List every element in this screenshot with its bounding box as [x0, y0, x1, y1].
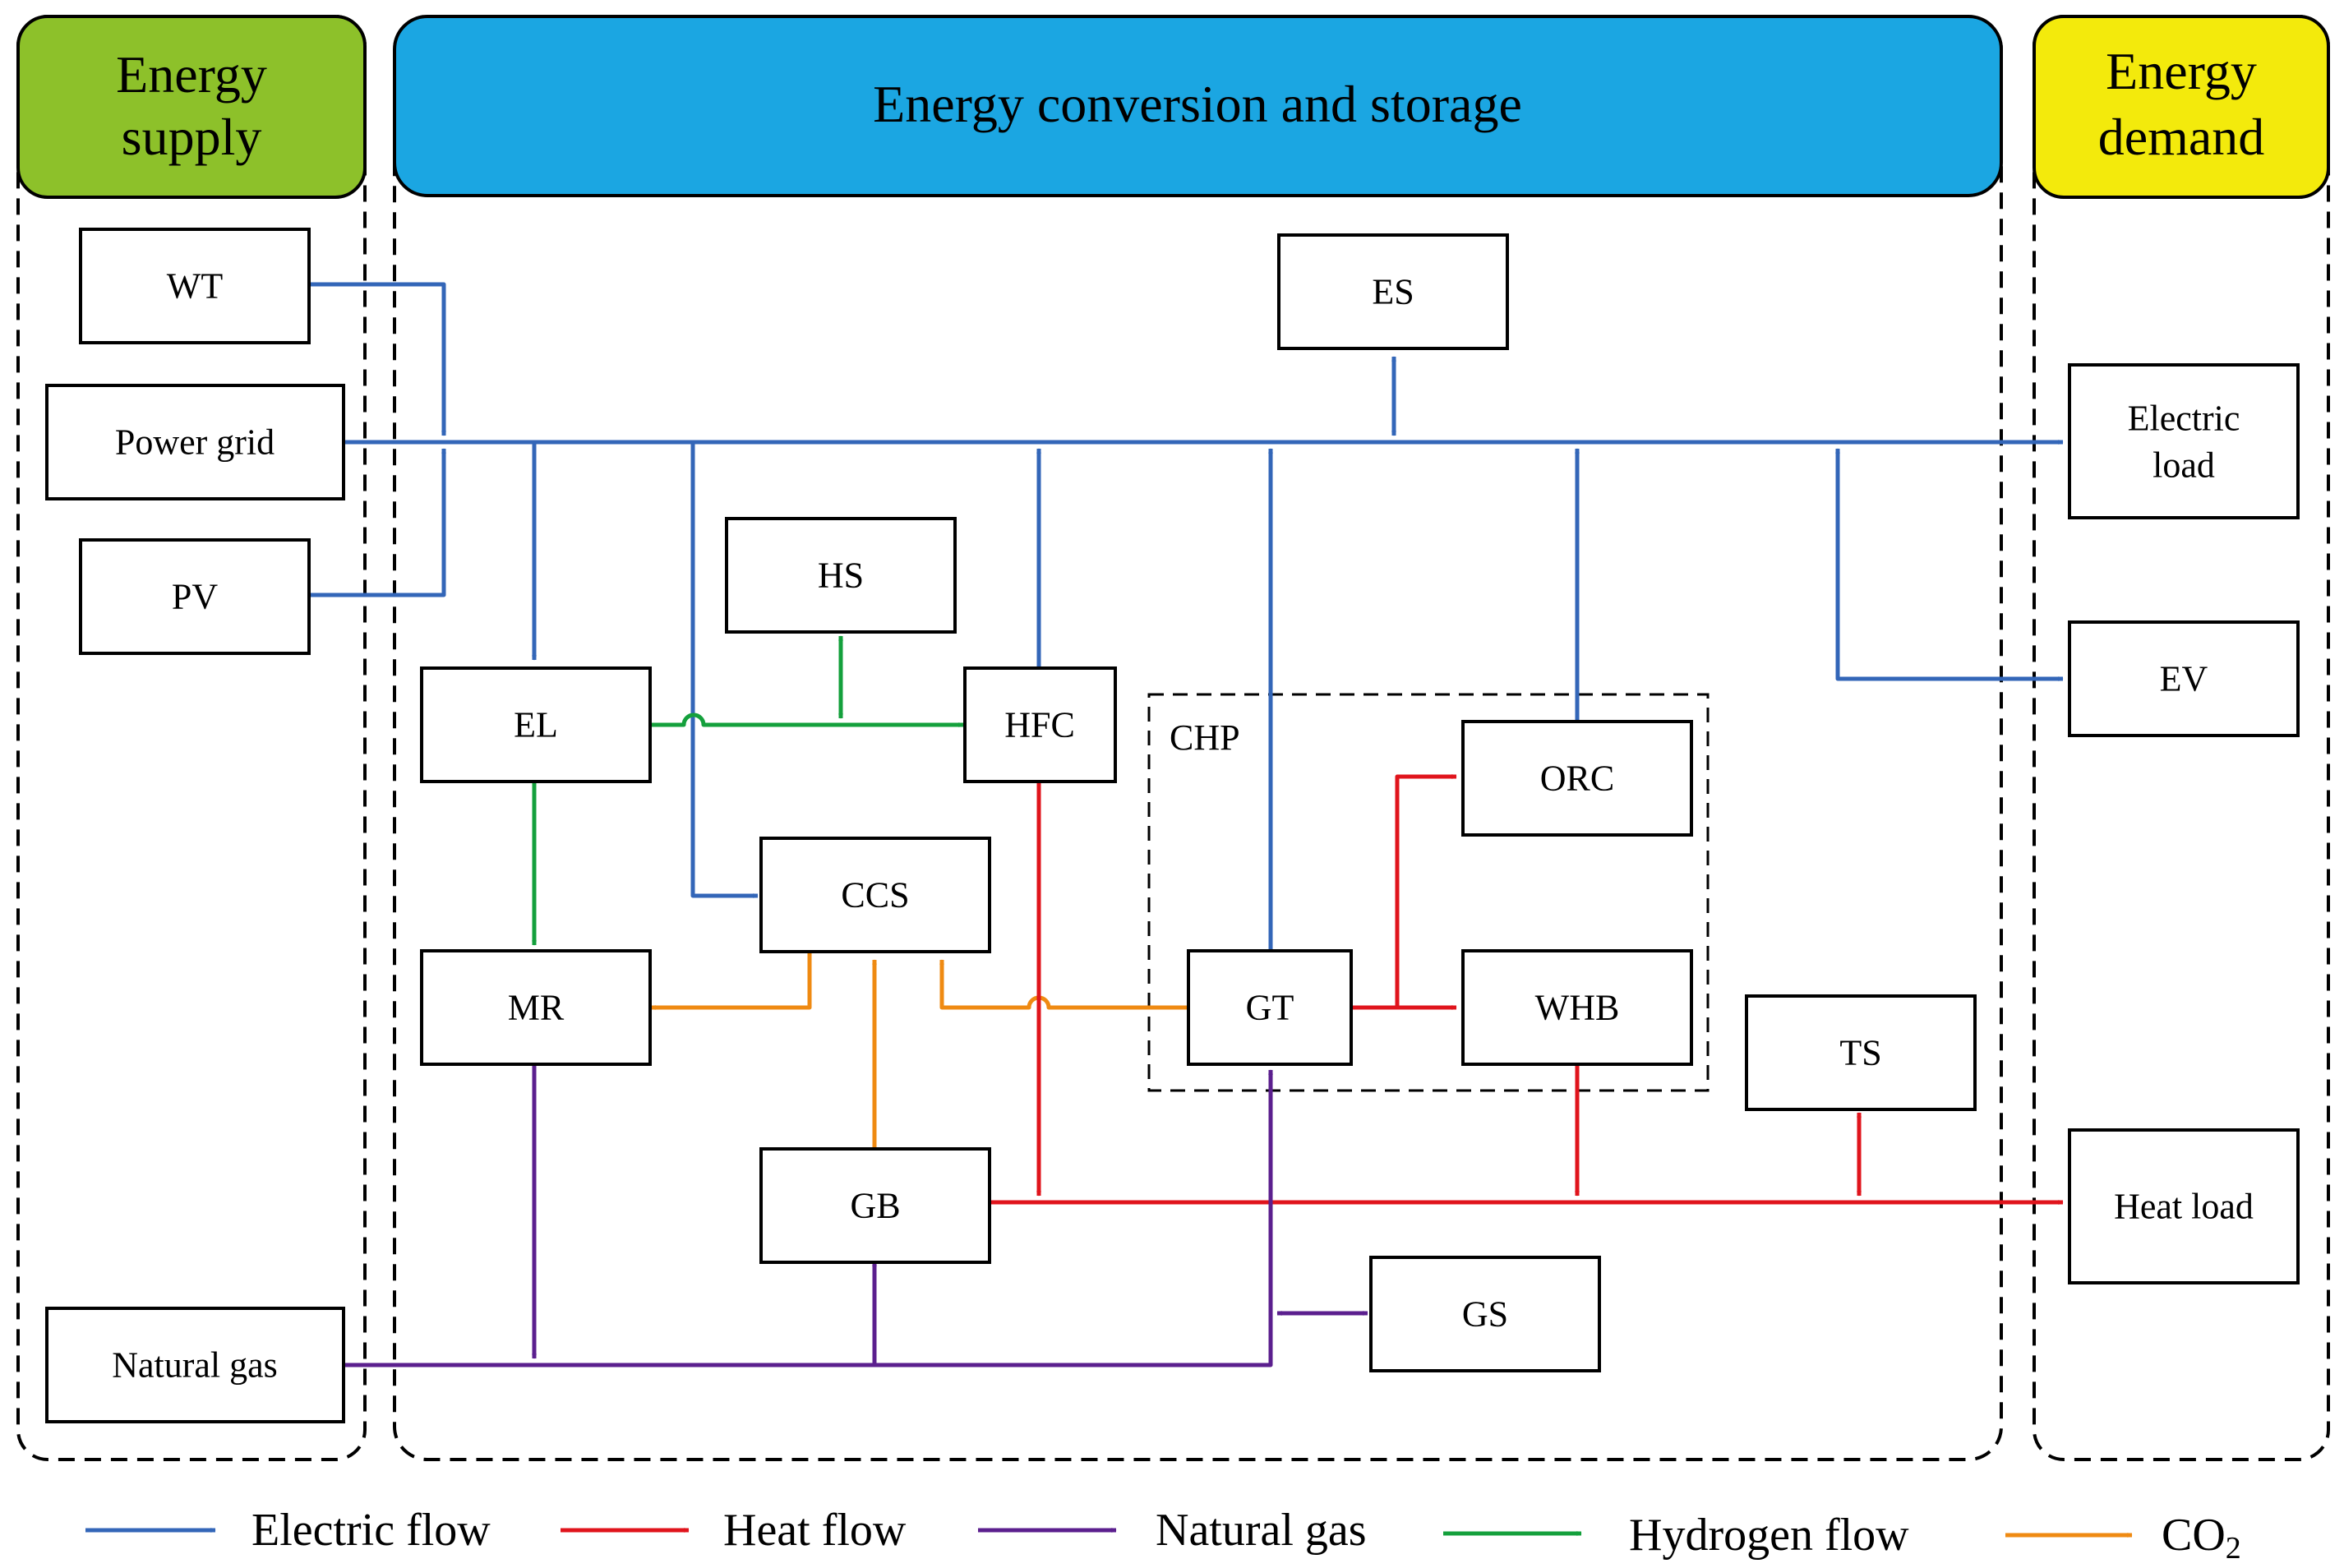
hfc-label: HFC	[1004, 705, 1075, 745]
bus-ev-bidirectional-line	[1835, 448, 2064, 681]
gt-box	[1187, 949, 1353, 1066]
legend-co2-text: CO	[2162, 1510, 2226, 1561]
ts-box	[1745, 994, 1977, 1111]
heat-load-box	[2068, 1128, 2300, 1284]
natural-gas-box	[45, 1307, 345, 1423]
legend-gas-label: Natural gas	[1156, 1505, 1367, 1556]
whb-label: WHB	[1535, 988, 1620, 1028]
chp-label: CHP	[1170, 717, 1240, 758]
ev-label: EV	[2160, 659, 2208, 699]
wt-box	[79, 228, 311, 344]
gt-to-ccs-line	[939, 959, 1188, 1010]
heat-load-label: Heat load	[2114, 1187, 2254, 1227]
demand-title-line2: demand	[2098, 108, 2265, 166]
conversion-panel: Energy conversion and storage	[393, 15, 2003, 1461]
legend-co2-subscript: 2	[2226, 1531, 2241, 1566]
supply-title-line2: supply	[122, 108, 262, 166]
electric-load-label-line1: Electric	[2128, 399, 2240, 439]
gs-box	[1369, 1256, 1601, 1372]
power-grid-label: Power grid	[115, 422, 275, 463]
electric-load-label-line2: load	[2153, 445, 2215, 486]
legend	[85, 1528, 2133, 1538]
conversion-title: Energy conversion and storage	[873, 75, 1522, 133]
demand-title-line1: Energy	[2106, 42, 2257, 100]
wt-to-bus-line	[309, 282, 446, 436]
legend-co2-label: CO2	[2162, 1510, 2241, 1566]
orc-box	[1461, 720, 1693, 837]
gb-label: GB	[850, 1186, 900, 1226]
hs-label: HS	[818, 556, 864, 596]
legend-heat-label: Heat flow	[723, 1505, 907, 1556]
pv-label: PV	[172, 577, 218, 617]
gs-label: GS	[1462, 1294, 1508, 1335]
ccs-to-mr-line	[650, 952, 812, 1010]
es-box	[1277, 233, 1509, 350]
ccs-box	[759, 837, 991, 953]
demand-panel: Energy demand	[2033, 15, 2330, 1461]
supply-panel: Energy supply	[16, 15, 367, 1461]
conversion-panel-header	[393, 15, 2003, 197]
hfc-box	[963, 666, 1117, 783]
es-label: ES	[1372, 272, 1414, 312]
pv-box	[79, 538, 311, 655]
bus-to-ccs-line	[690, 442, 759, 898]
power-grid-box	[45, 384, 345, 500]
el-box	[420, 666, 652, 783]
mr-box	[420, 949, 652, 1066]
legend-electric-label: Electric flow	[251, 1505, 491, 1556]
ev-box	[2068, 620, 2300, 737]
electric-load-box	[2068, 363, 2300, 519]
gt-to-orc-line	[1395, 774, 1457, 1008]
pv-to-bus-line	[309, 448, 446, 597]
wt-label: WT	[167, 266, 224, 307]
gt-label: GT	[1246, 988, 1294, 1028]
orc-label: ORC	[1540, 759, 1614, 799]
gb-box	[759, 1147, 991, 1264]
legend-hydrogen-label: Hydrogen flow	[1629, 1510, 1909, 1561]
ts-label: TS	[1839, 1033, 1881, 1073]
gas-bus-line	[344, 1069, 1273, 1367]
whb-box	[1461, 949, 1693, 1066]
supply-title-line1: Energy	[116, 45, 267, 104]
hs-box	[725, 517, 957, 634]
el-label: EL	[514, 705, 558, 745]
ccs-label: CCS	[841, 875, 909, 915]
demand-panel-header	[2033, 15, 2330, 199]
el-to-hfc-line	[650, 713, 964, 727]
supply-panel-header	[16, 15, 367, 199]
mr-label: MR	[508, 988, 565, 1028]
natural-gas-label: Natural gas	[112, 1345, 278, 1386]
